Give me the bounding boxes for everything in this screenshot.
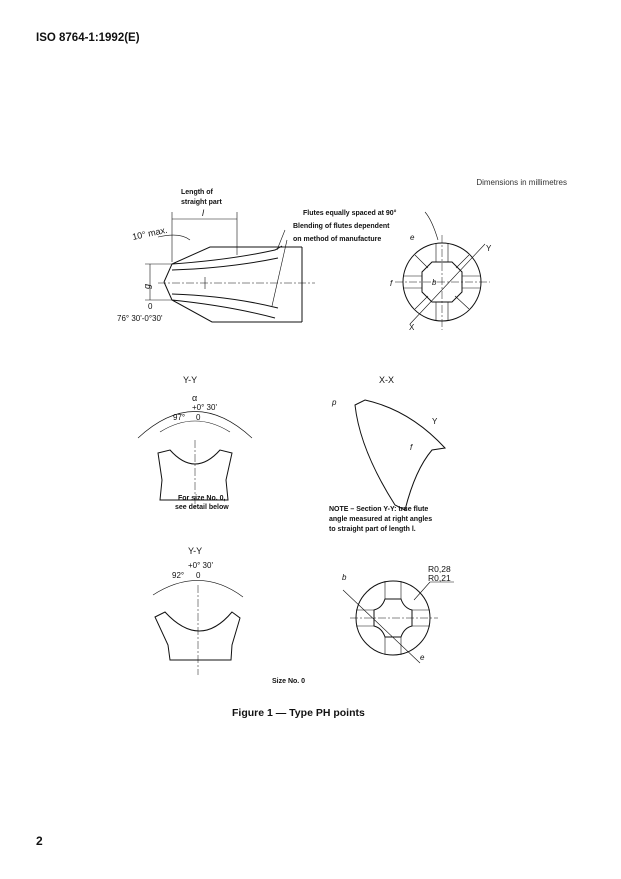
e-symbol: e bbox=[410, 233, 415, 242]
page-number: 2 bbox=[36, 834, 43, 848]
yy-note-2: see detail below bbox=[175, 504, 229, 511]
detail-e-symbol: e bbox=[420, 653, 425, 662]
section-y-marker: Y bbox=[486, 244, 492, 253]
detail-yy-tol-lower: 0 bbox=[196, 571, 201, 580]
detail-end-view: b e R0,28 R0,21 bbox=[342, 564, 454, 664]
section-xx-title: X-X bbox=[379, 375, 394, 385]
section-yy: Y-Y α +0° 30' 97° 0 For size No. 0, see … bbox=[137, 375, 253, 511]
length-label: Length of bbox=[181, 189, 214, 196]
angle-max-label: 10° max. bbox=[131, 225, 168, 242]
f-symbol: f bbox=[390, 279, 393, 288]
section-yy-title: Y-Y bbox=[183, 375, 197, 385]
section-yy-tolerance: +0° 30' bbox=[192, 403, 217, 412]
figure-caption: Figure 1 — Type PH points bbox=[232, 707, 365, 719]
dimensions-note: Dimensions in millimetres bbox=[476, 178, 567, 187]
end-view: e f b Y X bbox=[390, 211, 492, 332]
detail-yy: Y-Y +0° 30' 92° 0 bbox=[152, 546, 244, 675]
flutes-note: Flutes equally spaced at 90° bbox=[303, 209, 397, 217]
blending-note-2: on method of manufacture bbox=[293, 236, 381, 243]
detail-yy-tolerance: +0° 30' bbox=[188, 561, 213, 570]
xx-note-2: angle measured at right angles bbox=[329, 516, 432, 523]
side-view: Length of straight part l 10° max. g 0 7… bbox=[117, 189, 397, 323]
blending-note: Blending of flutes dependent bbox=[293, 223, 390, 230]
xx-note: NOTE – Section Y-Y: true flute bbox=[329, 506, 428, 513]
p-symbol: p bbox=[331, 398, 337, 407]
section-x-marker: X bbox=[409, 323, 415, 332]
yy-note: For size No. 0, bbox=[178, 495, 226, 502]
document-header: ISO 8764-1:1992(E) bbox=[36, 32, 140, 44]
section-xx: X-X p Y f NOTE – Section Y-Y: true flute… bbox=[329, 375, 447, 533]
size-label: Size No. 0 bbox=[272, 678, 305, 685]
length-label-2: straight part bbox=[181, 199, 223, 206]
g-symbol: g bbox=[142, 284, 152, 289]
l-symbol: l bbox=[202, 208, 205, 218]
detail-b-symbol: b bbox=[342, 573, 347, 582]
alpha-symbol: α bbox=[192, 393, 197, 403]
xx-y-marker: Y bbox=[432, 417, 438, 426]
section-yy-angle: 97° bbox=[173, 413, 185, 422]
xx-note-3: to straight part of length l. bbox=[329, 526, 416, 533]
radius-2: R0,21 bbox=[428, 573, 451, 583]
b-symbol: b bbox=[432, 278, 437, 287]
detail-yy-title: Y-Y bbox=[188, 546, 202, 556]
xx-f-symbol: f bbox=[410, 443, 413, 452]
section-yy-tol-lower: 0 bbox=[196, 413, 201, 422]
radius-1: R0,28 bbox=[428, 564, 451, 574]
detail-yy-angle: 92° bbox=[172, 571, 184, 580]
tip-angle: 76° 30'-0°30' bbox=[117, 314, 163, 323]
tip-angle-tolerance: 0 bbox=[148, 302, 153, 311]
